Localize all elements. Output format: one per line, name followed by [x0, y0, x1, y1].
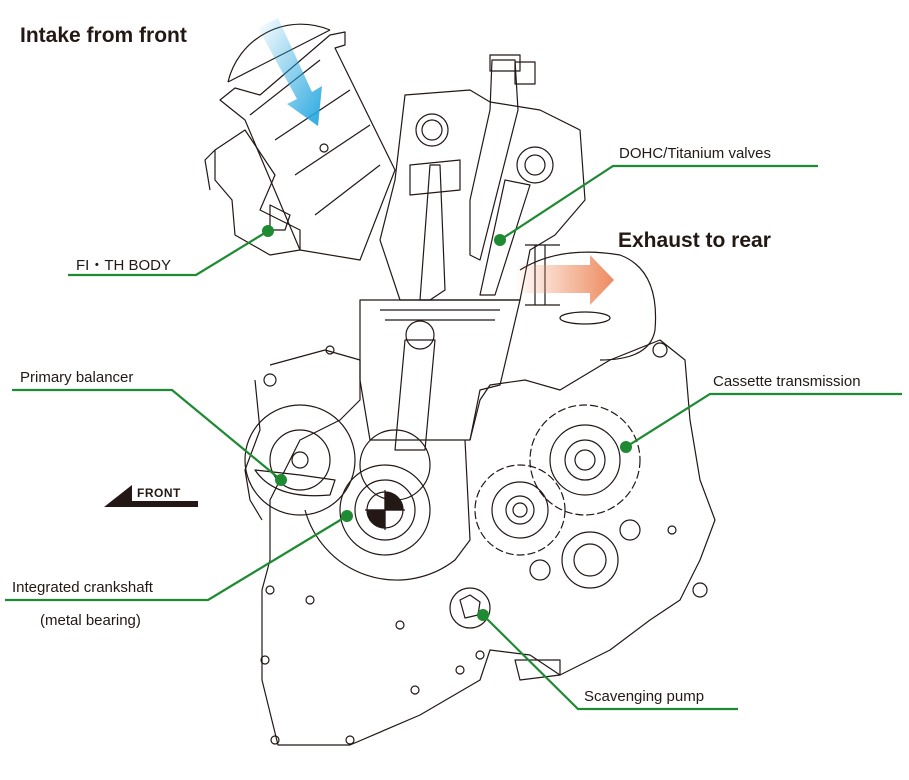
cylinder-barrel: [359, 299, 521, 441]
dot-primary-balancer: [275, 474, 287, 486]
intake-heading: Intake from front: [20, 24, 187, 47]
exhaust-flow-arrow: [515, 255, 614, 305]
leader-primary-balancer: [12, 388, 282, 481]
dot-integrated-crankshaft: [341, 510, 353, 522]
mounting-holes: [260, 342, 708, 745]
leader-integrated-crankshaft: [5, 515, 348, 602]
callout-integrated-crankshaft-sub: (metal bearing): [40, 612, 141, 629]
leader-fi-th-body: [68, 230, 269, 277]
leader-lines: [5, 164, 902, 711]
front-label: FRONT: [137, 486, 181, 500]
intake-flow-arrow: [258, 18, 322, 126]
callout-primary-balancer: Primary balancer: [20, 369, 134, 386]
dot-fi-th-body: [262, 225, 274, 237]
leader-dohc: [499, 164, 818, 241]
connecting-rod: [394, 339, 436, 451]
dot-scavenging-pump: [477, 609, 489, 621]
exhaust-heading: Exhaust to rear: [618, 229, 771, 252]
scavenging-pump-housing: [449, 587, 491, 629]
callout-fi-th-body: FI・TH BODY: [76, 257, 172, 274]
throttle-body: [214, 129, 301, 256]
leader-cassette-transmission: [625, 392, 902, 448]
front-direction-marker: [104, 485, 198, 507]
transmission-main-shaft: [529, 404, 641, 516]
exhaust-valve: [479, 179, 531, 296]
leader-scavenging-pump: [482, 614, 738, 711]
leader-dots: [262, 225, 632, 621]
callout-integrated-crankshaft: Integrated crankshaft: [12, 579, 153, 596]
dot-dohc: [494, 234, 506, 246]
crankcase-outline: [261, 339, 716, 746]
callout-scavenging-pump: Scavenging pump: [584, 688, 705, 705]
dot-cassette-transmission: [620, 441, 632, 453]
crankshaft-web: [339, 464, 431, 556]
primary-balancer-gear: [244, 404, 356, 516]
intake-valve: [419, 164, 446, 301]
transmission-counter-shaft: [474, 464, 566, 556]
intake-runner: [219, 31, 396, 261]
engine-line-art: [204, 23, 716, 746]
callout-cassette-transmission: Cassette transmission: [713, 373, 861, 390]
exhaust-pipe: [519, 251, 657, 361]
callout-dohc: DOHC/Titanium valves: [619, 145, 771, 162]
